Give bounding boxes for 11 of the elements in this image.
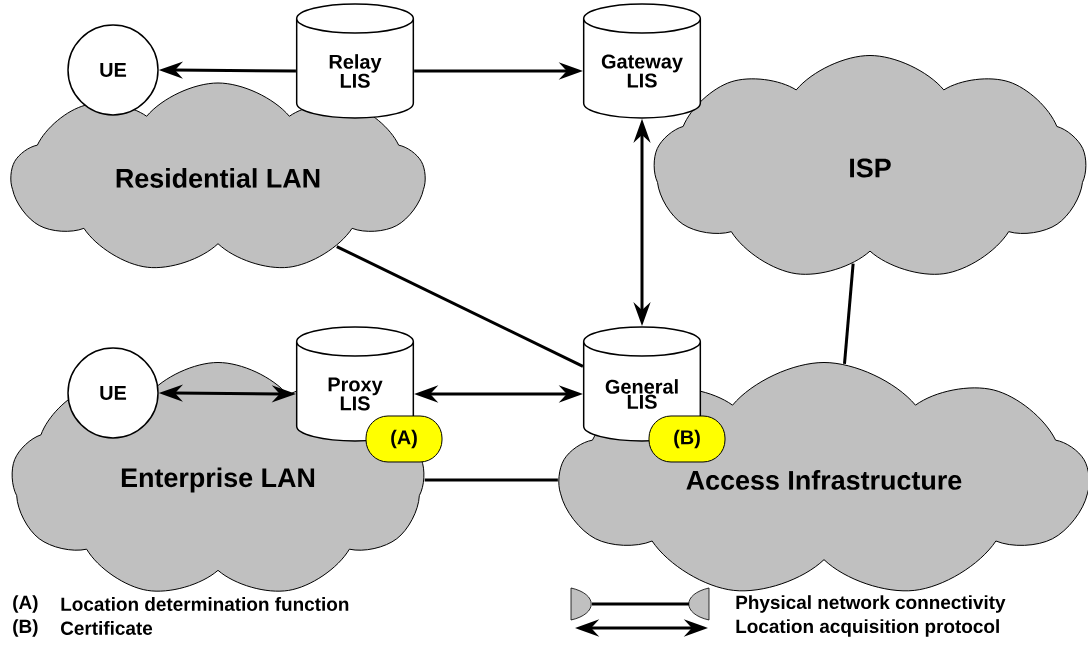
badge: (A) xyxy=(365,415,443,463)
database-cylinder: Gateway LIS xyxy=(582,3,702,119)
legend-text: Physical network connectivity xyxy=(736,595,1006,613)
database-cylinder: Relay LIS xyxy=(295,3,415,119)
note-text: (A) xyxy=(13,595,38,613)
circle-node: UE xyxy=(67,347,159,439)
circle-node: UE xyxy=(67,24,159,116)
note-text: Certificate xyxy=(61,621,153,635)
note-text: Location determination function xyxy=(61,597,349,611)
note-text: (B) xyxy=(13,619,38,637)
legend-text: Location acquisition protocol xyxy=(736,619,999,637)
